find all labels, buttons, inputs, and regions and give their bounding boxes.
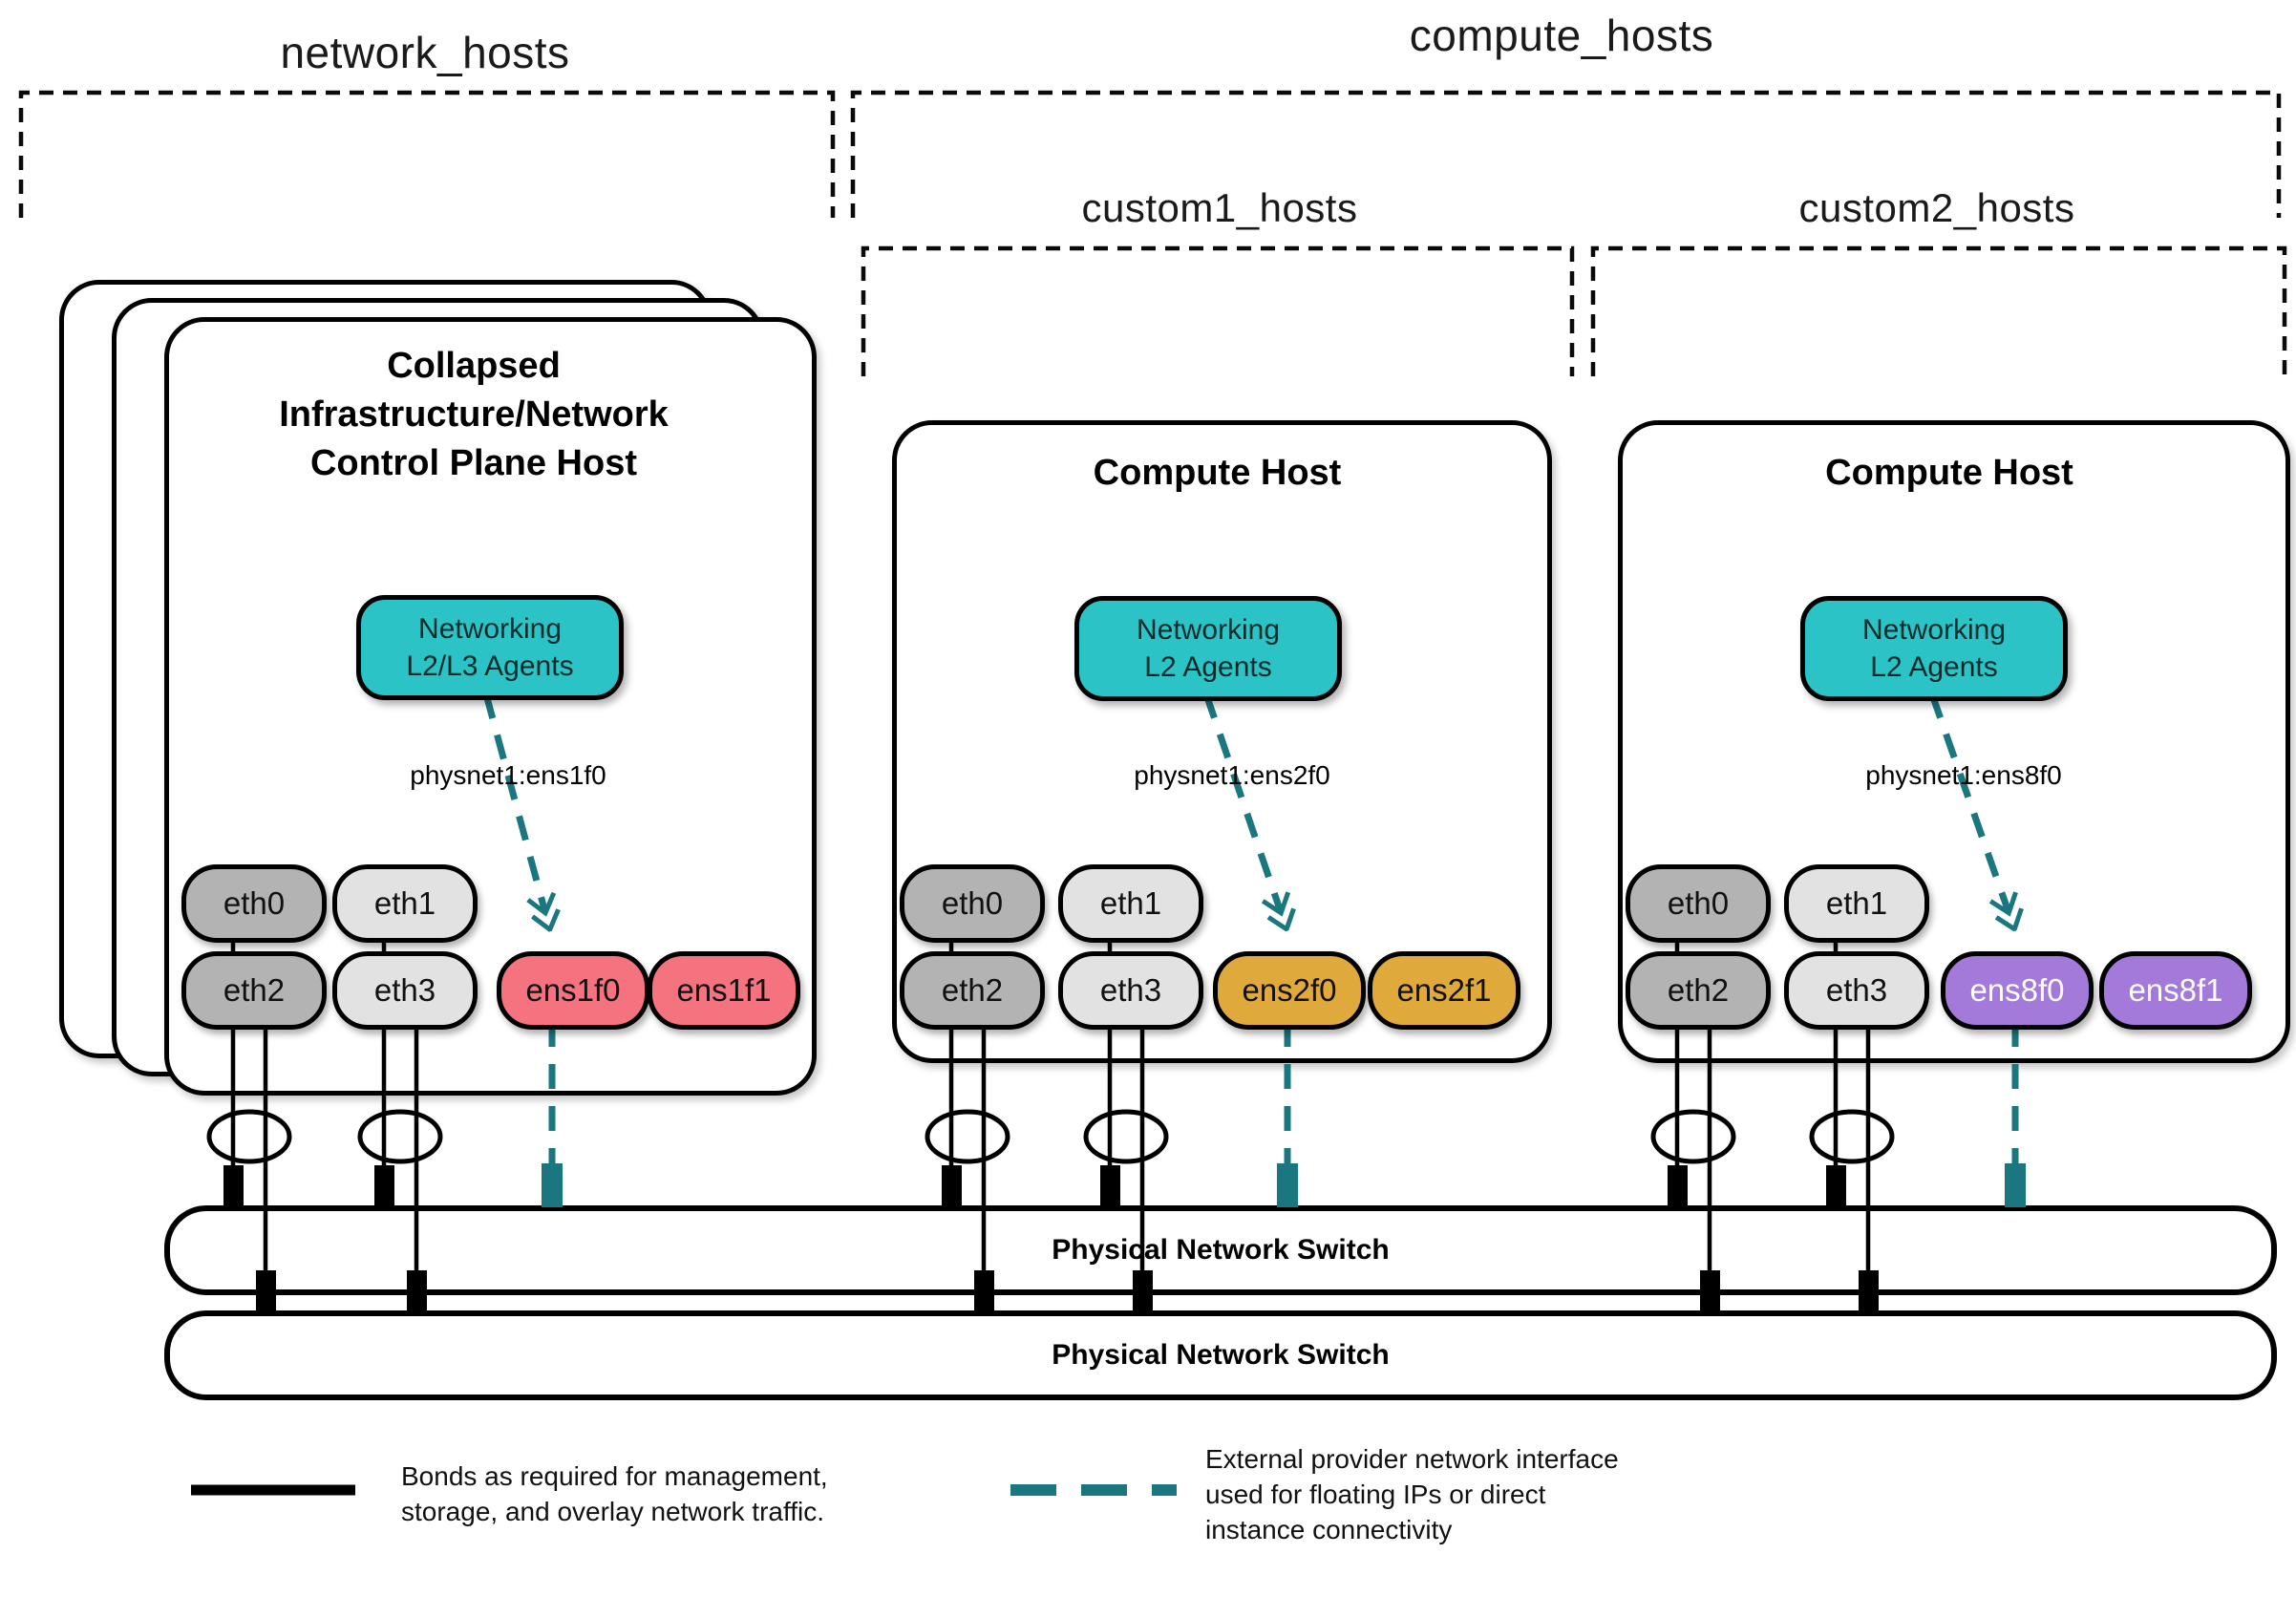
nic-pill: ens2f1 bbox=[1368, 951, 1520, 1030]
nic-pill: ens1f1 bbox=[648, 951, 800, 1030]
compute-host-1-title: Compute Host bbox=[1093, 453, 1342, 493]
nic-pill: eth3 bbox=[1058, 951, 1203, 1030]
nic-pill: eth2 bbox=[181, 951, 327, 1030]
nic-pill: eth1 bbox=[332, 864, 478, 943]
nic-pill: ens8f0 bbox=[1941, 951, 2094, 1030]
nic-pill: eth3 bbox=[332, 951, 478, 1030]
control-plane-host-title: Collapsed Infrastructure/Network Control… bbox=[279, 346, 669, 483]
group-bracket-custom2-hosts bbox=[1590, 245, 2287, 376]
switch-2-label: Physical Network Switch bbox=[1052, 1339, 1390, 1371]
networking-agents-box-1: Networking L2/L3 Agents bbox=[356, 595, 624, 700]
physical-network-switch-2: Physical Network Switch bbox=[164, 1310, 2277, 1400]
group-label-compute-hosts: compute_hosts bbox=[1409, 11, 1714, 60]
group-label-custom1-hosts: custom1_hosts bbox=[1081, 185, 1358, 230]
nic-pill: eth1 bbox=[1058, 864, 1203, 943]
nic-pill: eth2 bbox=[900, 951, 1045, 1030]
physnet-label-1: physnet1:ens1f0 bbox=[410, 760, 606, 790]
group-label-network-hosts: network_hosts bbox=[280, 28, 570, 77]
nic-pill: eth2 bbox=[1626, 951, 1771, 1030]
nic-pill: ens8f1 bbox=[2099, 951, 2252, 1030]
compute-host-2-title: Compute Host bbox=[1825, 453, 2073, 493]
nic-pill: eth0 bbox=[900, 864, 1045, 943]
nic-pill: eth1 bbox=[1784, 864, 1929, 943]
provider-port-connectors bbox=[542, 1163, 2026, 1207]
nic-pill: eth0 bbox=[181, 864, 327, 943]
physnet-label-3: physnet1:ens8f0 bbox=[1865, 760, 2062, 790]
group-label-custom2-hosts: custom2_hosts bbox=[1798, 185, 2075, 230]
legend-provider-text: External provider network interface used… bbox=[1205, 1444, 1619, 1544]
legend-bond-text: Bonds as required for management, storag… bbox=[401, 1461, 828, 1526]
nic-pill: ens2f0 bbox=[1213, 951, 1366, 1030]
networking-agents-box-3: Networking L2 Agents bbox=[1800, 596, 2068, 701]
switch-1-label: Physical Network Switch bbox=[1052, 1234, 1390, 1266]
nic-pill: ens1f0 bbox=[497, 951, 649, 1030]
nic-pill: eth3 bbox=[1784, 951, 1929, 1030]
networking-agents-box-2: Networking L2 Agents bbox=[1074, 596, 1342, 701]
nic-pill: eth0 bbox=[1626, 864, 1771, 943]
bond-ellipses bbox=[206, 1109, 1895, 1164]
physical-network-switch-1: Physical Network Switch bbox=[164, 1205, 2277, 1295]
group-bracket-custom1-hosts bbox=[861, 245, 1575, 376]
physnet-label-2: physnet1:ens2f0 bbox=[1134, 760, 1330, 790]
group-bracket-network-hosts bbox=[18, 90, 836, 218]
